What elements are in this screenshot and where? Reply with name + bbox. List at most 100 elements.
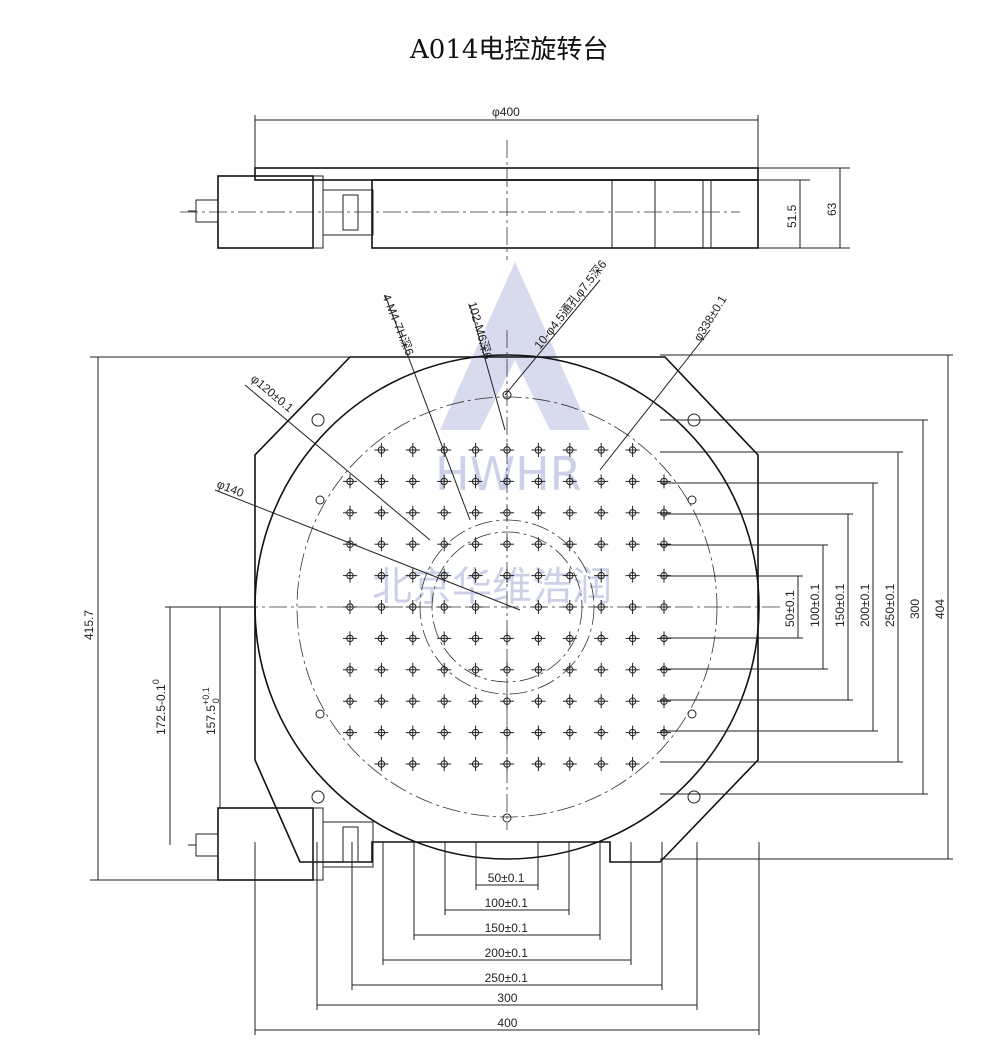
- side-view: φ400 51.5 63: [180, 105, 850, 260]
- threaded-hole: [374, 631, 389, 646]
- threaded-hole: [437, 443, 452, 457]
- dim-172-5: 172.5-0.10: [151, 679, 168, 735]
- threaded-hole: [468, 443, 483, 457]
- threaded-hole: [468, 505, 483, 520]
- dim-side-diameter: φ400: [492, 105, 520, 119]
- watermark-logo: [440, 262, 590, 430]
- threaded-hole: [531, 505, 546, 520]
- threaded-hole: [657, 600, 671, 614]
- callout-leaders: 4-M4-7H深6 102-M6深6 10-φ4.5通孔φ7.5深6 φ338±…: [214, 257, 730, 611]
- top-view: [188, 330, 780, 881]
- threaded-hole: [343, 725, 357, 740]
- threaded-hole: [374, 474, 389, 489]
- threaded-hole: [374, 662, 389, 677]
- threaded-hole: [468, 662, 483, 677]
- threaded-hole: [594, 725, 609, 740]
- right-dimensions: 50±0.1 100±0.1 150±0.1 200±0.1 250±0.1 300 404: [660, 354, 953, 860]
- dim-bottom-label: 400: [497, 1016, 517, 1030]
- dim-bottom-label: 50±0.1: [488, 871, 525, 885]
- callout-d140: φ140: [215, 477, 246, 501]
- threaded-hole: [437, 505, 452, 520]
- threaded-hole: [625, 474, 640, 489]
- callout-m4: 4-M4-7H深6: [379, 292, 417, 358]
- base-plate-outline: [254, 356, 759, 863]
- dim-bottom-label: 150±0.1: [485, 921, 529, 935]
- threaded-hole: [343, 505, 357, 520]
- threaded-hole: [625, 537, 640, 552]
- threaded-hole: [405, 725, 420, 740]
- threaded-hole: [625, 757, 640, 771]
- threaded-hole: [468, 757, 483, 771]
- threaded-hole: [343, 600, 357, 614]
- threaded-hole: [625, 725, 640, 740]
- threaded-hole: [468, 568, 483, 583]
- threaded-hole: [343, 474, 357, 489]
- threaded-hole: [625, 631, 640, 646]
- threaded-hole: [437, 757, 452, 771]
- threaded-hole: [531, 443, 546, 457]
- threaded-hole: [468, 631, 483, 646]
- threaded-hole: [405, 757, 420, 771]
- threaded-hole: [468, 600, 483, 614]
- dim-right-label: 150±0.1: [833, 583, 847, 627]
- dim-right-label: 404: [933, 599, 947, 619]
- threaded-hole: [562, 443, 577, 457]
- threaded-hole: [594, 474, 609, 489]
- threaded-hole: [500, 694, 514, 709]
- dim-right-label: 300: [908, 599, 922, 619]
- threaded-hole: [562, 568, 577, 583]
- callout-through-holes: 10-φ4.5通孔φ7.5深6: [531, 257, 609, 352]
- threaded-hole: [562, 537, 577, 552]
- threaded-hole: [625, 443, 640, 457]
- threaded-hole: [374, 694, 389, 709]
- dim-right-label: 100±0.1: [808, 583, 822, 627]
- threaded-hole: [405, 505, 420, 520]
- dim-right-label: 200±0.1: [858, 583, 872, 627]
- threaded-hole: [500, 505, 514, 520]
- dim-right-label: 250±0.1: [883, 583, 897, 627]
- threaded-hole: [468, 474, 483, 489]
- threaded-hole: [594, 694, 609, 709]
- threaded-hole: [657, 474, 671, 489]
- threaded-hole: [405, 631, 420, 646]
- threaded-hole: [405, 662, 420, 677]
- dim-bottom-label: 250±0.1: [485, 971, 529, 985]
- threaded-hole: [500, 631, 514, 646]
- threaded-hole: [437, 662, 452, 677]
- dim-right-label: 50±0.1: [783, 590, 797, 627]
- dim-157-5: 157.5+0.10: [201, 687, 221, 735]
- threaded-hole: [500, 537, 514, 552]
- threaded-hole: [657, 725, 671, 740]
- threaded-hole: [405, 694, 420, 709]
- dim-overall-height: 415.7: [82, 610, 96, 640]
- threaded-hole: [405, 568, 420, 583]
- threaded-hole: [437, 725, 452, 740]
- threaded-hole: [657, 505, 671, 520]
- threaded-hole: [343, 662, 357, 677]
- threaded-hole: [405, 474, 420, 489]
- threaded-hole: [594, 443, 609, 457]
- threaded-hole: [468, 694, 483, 709]
- callout-d338: φ338±0.1: [691, 293, 730, 344]
- threaded-hole: [500, 757, 514, 771]
- threaded-hole: [625, 662, 640, 677]
- threaded-hole: [562, 631, 577, 646]
- threaded-hole: [500, 662, 514, 677]
- threaded-hole: [657, 537, 671, 552]
- threaded-hole: [374, 505, 389, 520]
- threaded-hole: [562, 757, 577, 771]
- threaded-hole: [437, 694, 452, 709]
- watermark-company: 北京华维浩润: [372, 564, 612, 610]
- threaded-hole: [405, 600, 420, 614]
- threaded-hole: [374, 757, 389, 771]
- watermark-logo-text: HWHR: [435, 447, 582, 501]
- threaded-hole: [405, 537, 420, 552]
- threaded-hole: [531, 537, 546, 552]
- dim-bottom-label: 100±0.1: [485, 896, 529, 910]
- threaded-hole: [343, 631, 357, 646]
- threaded-hole: [374, 600, 389, 614]
- threaded-hole: [343, 537, 357, 552]
- threaded-hole: [468, 725, 483, 740]
- threaded-hole: [657, 662, 671, 677]
- dim-bottom-label: 200±0.1: [485, 946, 529, 960]
